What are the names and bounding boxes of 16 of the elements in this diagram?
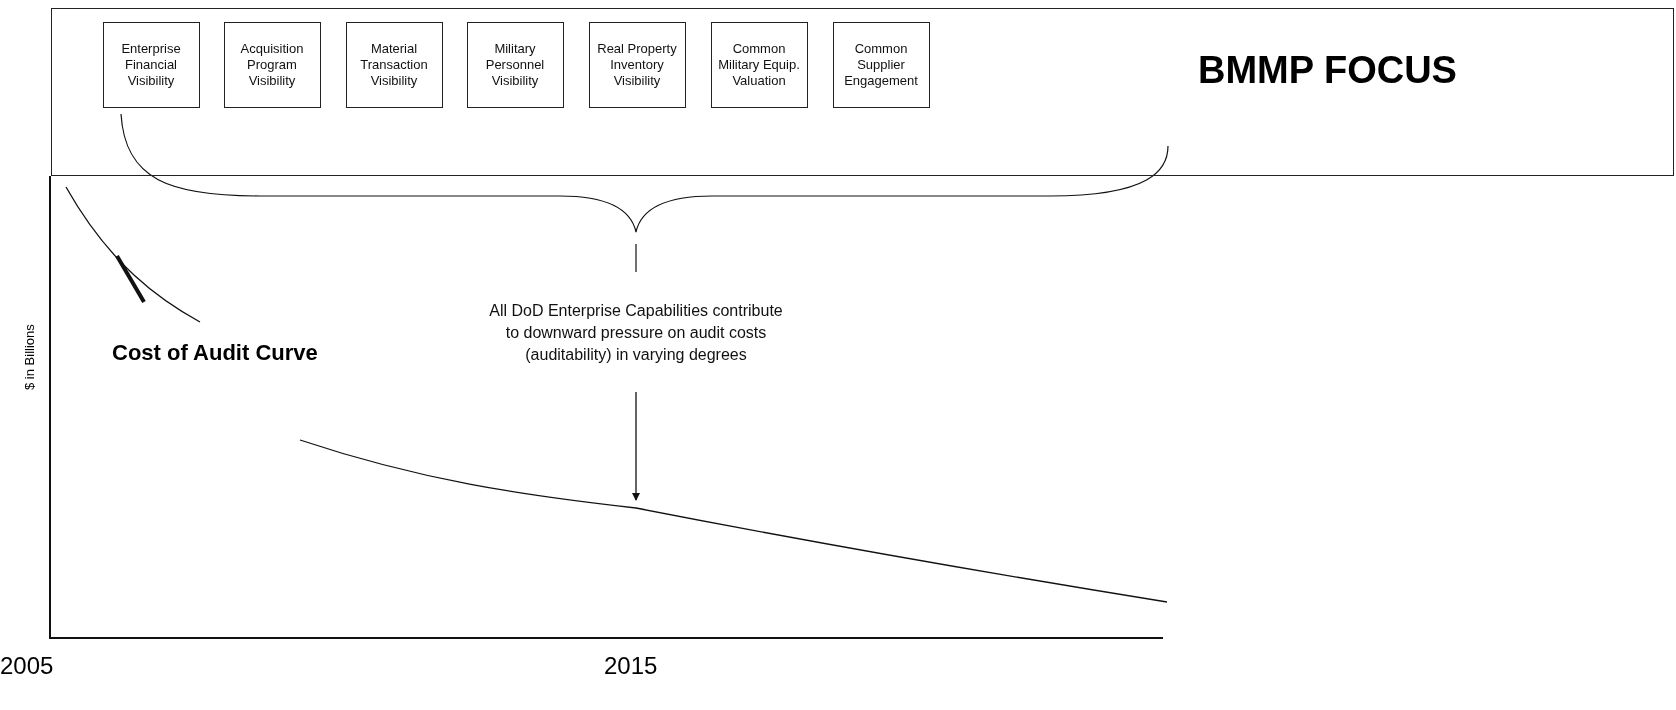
axis-tick-label: 2015 — [604, 652, 658, 680]
annotation-text: All DoD Enterprise Capabilities contribute to downward pressure on audit costs (auditability) in varying degrees — [486, 300, 786, 390]
capability-box: Material Transaction Visibility — [345, 21, 443, 108]
capability-box: Common Military Equip. Valuation — [710, 21, 808, 108]
axis-tick-label: 2005 — [0, 652, 54, 680]
focus-band — [51, 8, 1674, 176]
capability-box: Acquisition Program Visibility — [223, 21, 321, 108]
capability-box: Military Personnel Visibility — [466, 21, 564, 108]
axis-title: $ in Billions — [22, 324, 37, 390]
capability-box: Enterprise Financial Visibility — [102, 21, 200, 108]
arrow — [632, 391, 640, 501]
band-heading: BMMP FOCUS — [1198, 49, 1457, 92]
cost-curve — [299, 439, 1168, 603]
curve-label: Cost of Audit Curve — [112, 340, 318, 366]
capability-box: Common Supplier Engagement — [832, 21, 930, 108]
capability-box: Real Property Inventory Visibility — [588, 21, 686, 108]
